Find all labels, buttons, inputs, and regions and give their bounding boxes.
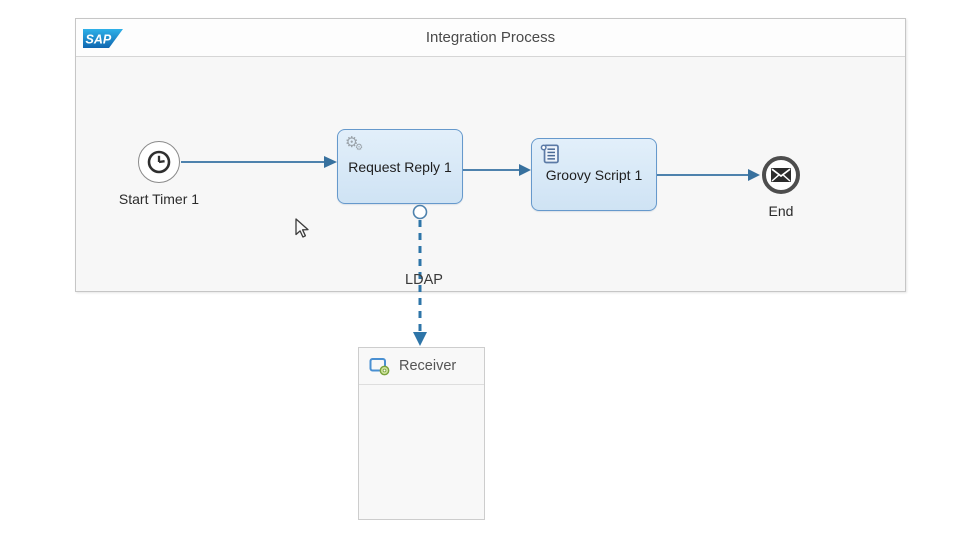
receiver-participant[interactable]: Receiver [358,347,485,520]
sap-logo-text: SAP [86,33,112,47]
script-scroll-icon [540,144,559,164]
end-event-label: End [768,203,794,219]
start-timer-event[interactable] [138,141,180,183]
system-participant-icon [369,358,390,376]
integration-process-header: SAP Integration Process [76,19,905,57]
start-timer-label: Start Timer 1 [118,191,200,207]
receiver-header: Receiver [359,348,484,385]
message-flow-label: LDAP [405,272,443,288]
mouse-cursor-icon [295,218,309,238]
sap-logo: SAP [83,29,123,48]
groovy-script-label: Groovy Script 1 [545,166,643,183]
integration-process-container[interactable]: SAP Integration Process [75,18,906,292]
end-event[interactable] [762,156,800,194]
request-reply-task[interactable]: ⚙ ⚙ Request Reply 1 [337,129,463,204]
receiver-label: Receiver [399,358,457,374]
groovy-script-task[interactable]: Groovy Script 1 [531,138,657,211]
clock-icon [147,150,171,174]
gear-icon: ⚙ ⚙ [345,134,364,152]
request-reply-label: Request Reply 1 [348,158,452,175]
process-title: Integration Process [425,29,556,46]
envelope-icon [771,168,791,182]
